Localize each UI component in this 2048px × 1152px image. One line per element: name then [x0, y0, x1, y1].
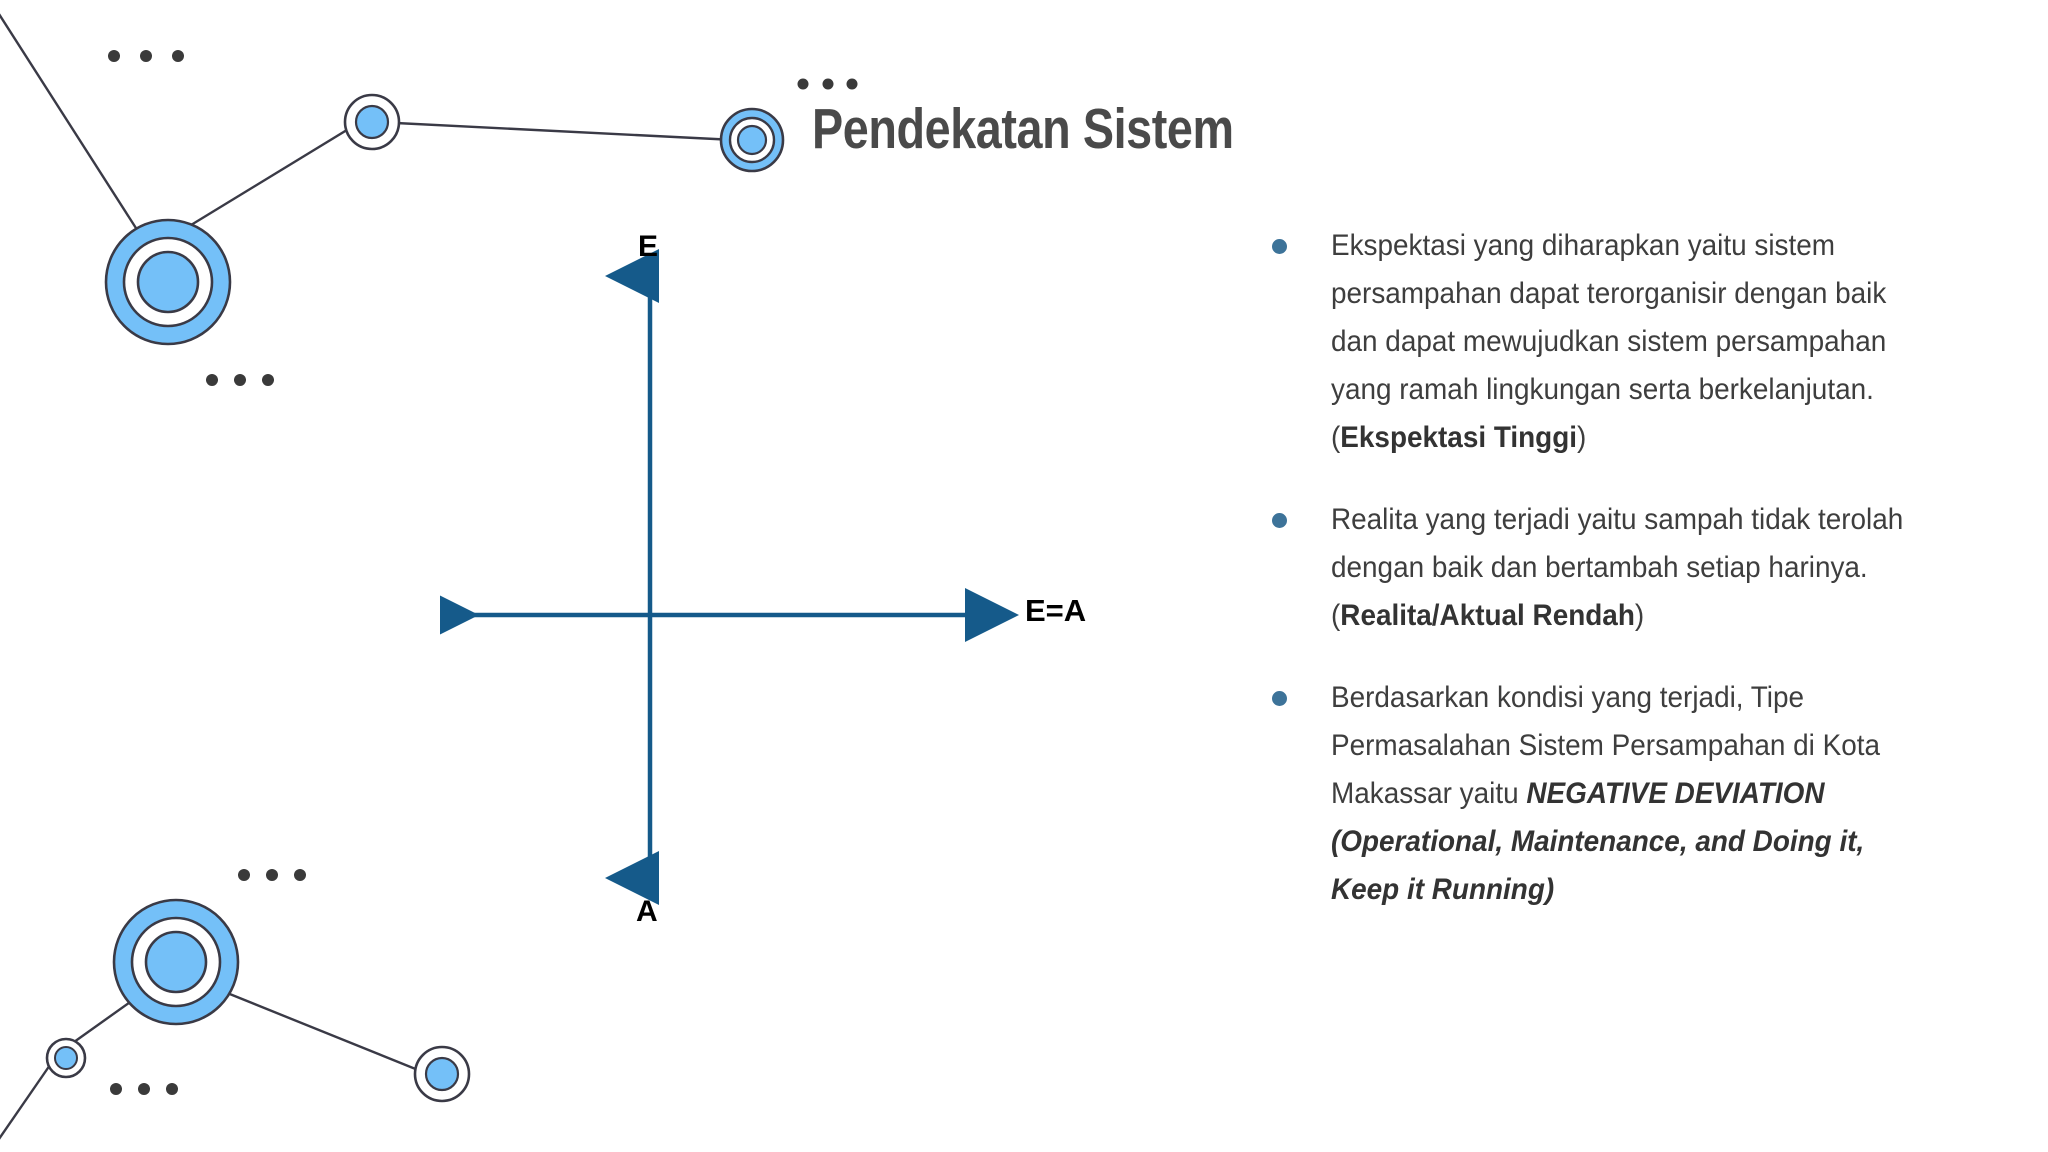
axis-diagram: E A E=A: [425, 210, 1100, 1010]
bullet-dot-icon: [1272, 239, 1287, 254]
axis-label-a: A: [636, 895, 658, 928]
list-item: Ekspektasi yang diharapkan yaitu sistem …: [1272, 222, 1972, 462]
dot-triplet-near-title: [797, 78, 858, 90]
page-title: Pendekatan Sistem: [812, 97, 1234, 161]
axis-label-e-equals-a: E=A: [1025, 593, 1087, 628]
node-title-accent: [719, 107, 785, 173]
list-item: Realita yang terjadi yaitu sampah tidak …: [1272, 496, 1972, 640]
node-large-top-left: [104, 218, 232, 346]
list-item: Berdasarkan kondisi yang terjadi, Tipe P…: [1272, 674, 1972, 914]
connector-line-offscreen-bottom: [0, 1064, 51, 1140]
connector-line-tiny-to-big: [59, 994, 141, 1053]
node-tiny-bottom-left: [45, 1037, 87, 1079]
bullet-list: Ekspektasi yang diharapkan yaitu sistem …: [1272, 222, 1972, 948]
bullet-text-ekspektasi: Ekspektasi yang diharapkan yaitu sistem …: [1331, 229, 1887, 454]
dot-triplet-below-large-node: [206, 374, 274, 386]
axis-diagram-svg: [425, 249, 1019, 905]
node-small-bottom-right: [413, 1045, 471, 1103]
bullet-text-tipe-permasalahan: Berdasarkan kondisi yang terjadi, Tipe P…: [1331, 681, 1881, 906]
bullet-text-realita: Realita yang terjadi yaitu sampah tidak …: [1331, 503, 1904, 632]
dot-triplet-bottom-left: [110, 1083, 178, 1095]
node-large-bottom-left: [112, 898, 240, 1026]
dot-triplet-top-left: [108, 50, 184, 62]
connector-line-big-to-right-node: [189, 976, 419, 1072]
bullet-dot-icon: [1272, 691, 1287, 706]
node-small-top-left: [343, 93, 401, 151]
connector-line-big-to-small: [149, 120, 361, 252]
connector-line-small-to-title-node: [375, 120, 736, 142]
axis-label-e: E: [638, 230, 659, 263]
dot-triplet-above-bottom-node: [238, 869, 306, 881]
bullet-dot-icon: [1272, 513, 1287, 528]
connector-line-offscreen-top: [0, 13, 152, 251]
bottom-left-connectors: [0, 976, 419, 1140]
